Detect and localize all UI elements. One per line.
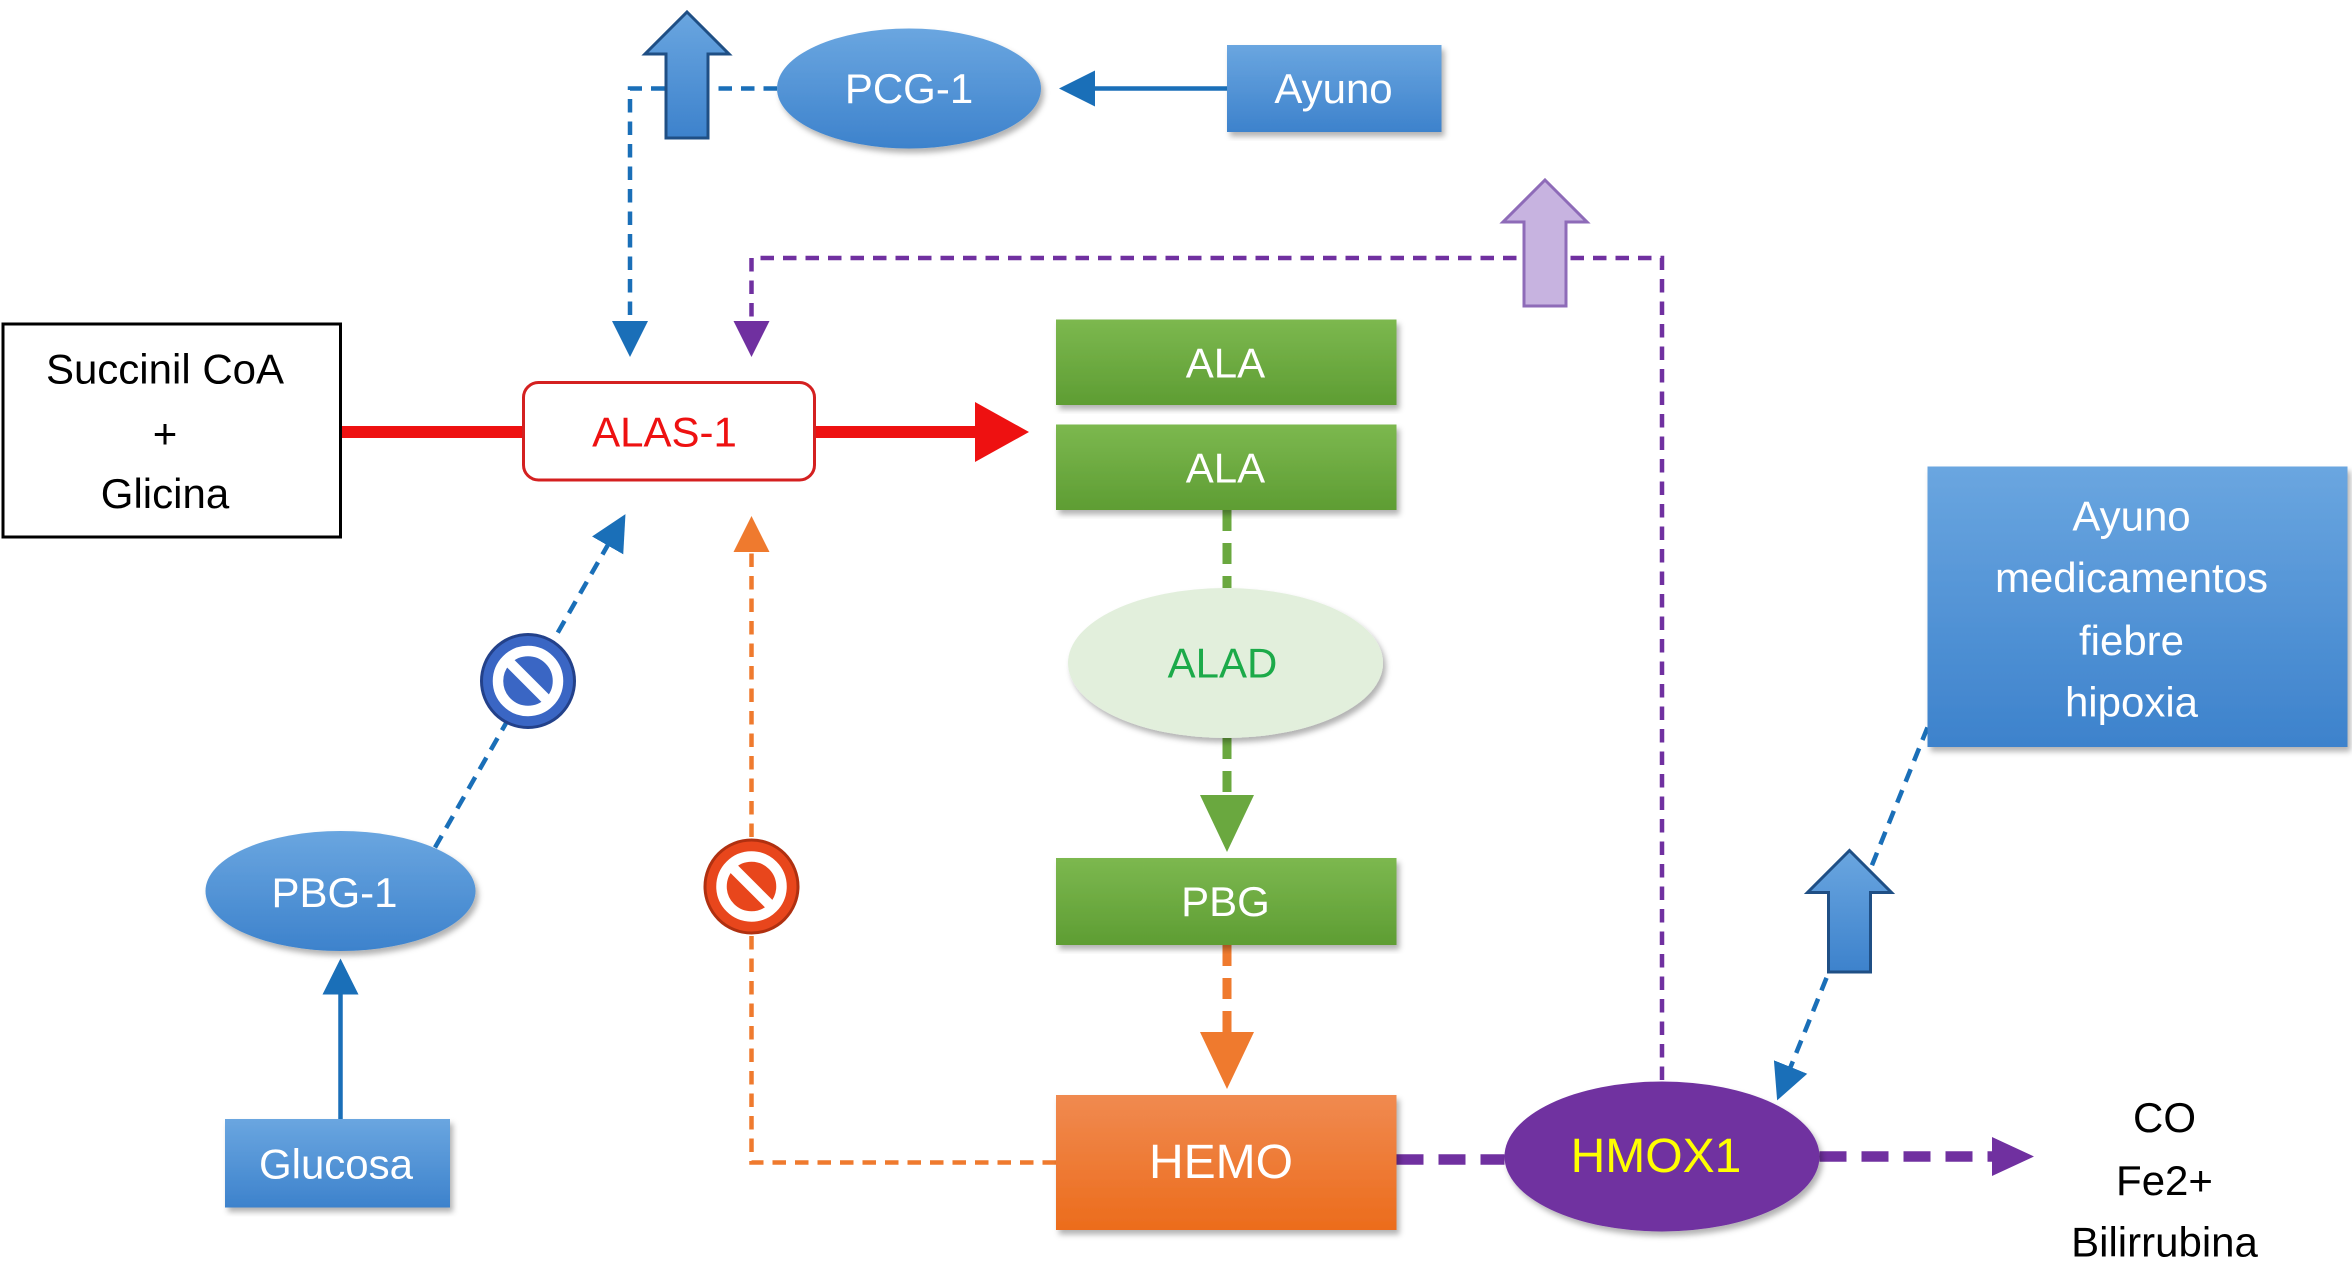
pbg-node: PBG [1056,858,1397,945]
hmox1-to-products-arrowhead [1992,1137,2034,1176]
hemo-label: HEMO [1149,1136,1293,1189]
substrate-line-1: Succinil CoA [46,346,284,393]
ayuno-label: Ayuno [1274,65,1392,112]
alas1-node: ALAS-1 [522,381,816,482]
hmox1-node: HMOX1 [1504,1081,1820,1232]
alas1-to-ala-arrowhead [975,402,1029,462]
pbg1-node: PBG-1 [205,831,476,951]
prohibited-icon [703,838,800,935]
ala-label-2: ALA [1186,445,1265,492]
stimuli-line-1: Ayuno [2072,493,2190,540]
glucosa-node: Glucosa [225,1119,450,1208]
product-co: CO [2133,1094,2196,1141]
hemo-to-alas1-dashed [733,516,1056,1165]
stimuli-line-4: hipoxia [2065,679,2199,726]
pcg1-label: PCG-1 [845,65,973,112]
pcg1-node: PCG-1 [777,28,1041,149]
product-fe2: Fe2+ [2116,1157,2213,1204]
prohibited-icon [480,633,576,729]
up-arrow-icon [641,9,733,140]
alad-to-pbg-arrowhead [1200,795,1254,852]
pcg1-to-alas1-dashed [612,86,777,357]
pbg1-label: PBG-1 [271,869,397,916]
pbg-to-hemo-arrowhead [1200,1032,1254,1089]
stimuli-line-2: medicamentos [1995,554,2268,601]
substrate-box: Succinil CoA + Glicina [1,322,342,539]
alas1-label: ALAS-1 [592,409,737,456]
substrate-line-3: Glicina [101,470,230,517]
up-arrow-icon [1499,177,1591,308]
products-text: CO Fe2+ Bilirrubina [2071,1094,2258,1266]
pbg-label: PBG [1181,878,1270,925]
stimuli-box: Ayuno medicamentos fiebre hipoxia [1927,466,2348,747]
hmox1-label: HMOX1 [1571,1130,1742,1183]
stimuli-to-hmox1-dashed [1773,726,1930,1101]
glucosa-label: Glucosa [259,1141,414,1188]
product-bilirrubina: Bilirrubina [2071,1219,2258,1266]
connectors [322,70,2034,1176]
alad-node: ALAD [1068,588,1383,738]
ala-node-1: ALA [1056,319,1397,405]
ala-label-1: ALA [1186,340,1265,387]
alad-label: ALAD [1168,640,1278,687]
hemo-node: HEMO [1056,1095,1397,1230]
substrate-line-2: + [153,410,178,457]
up-arrow-icon [1803,848,1896,974]
stimuli-line-3: fiebre [2079,617,2184,664]
hmox1-to-alas1-dashed [733,255,1665,1080]
ayuno-node: Ayuno [1227,45,1442,132]
ala-node-2: ALA [1056,424,1397,510]
